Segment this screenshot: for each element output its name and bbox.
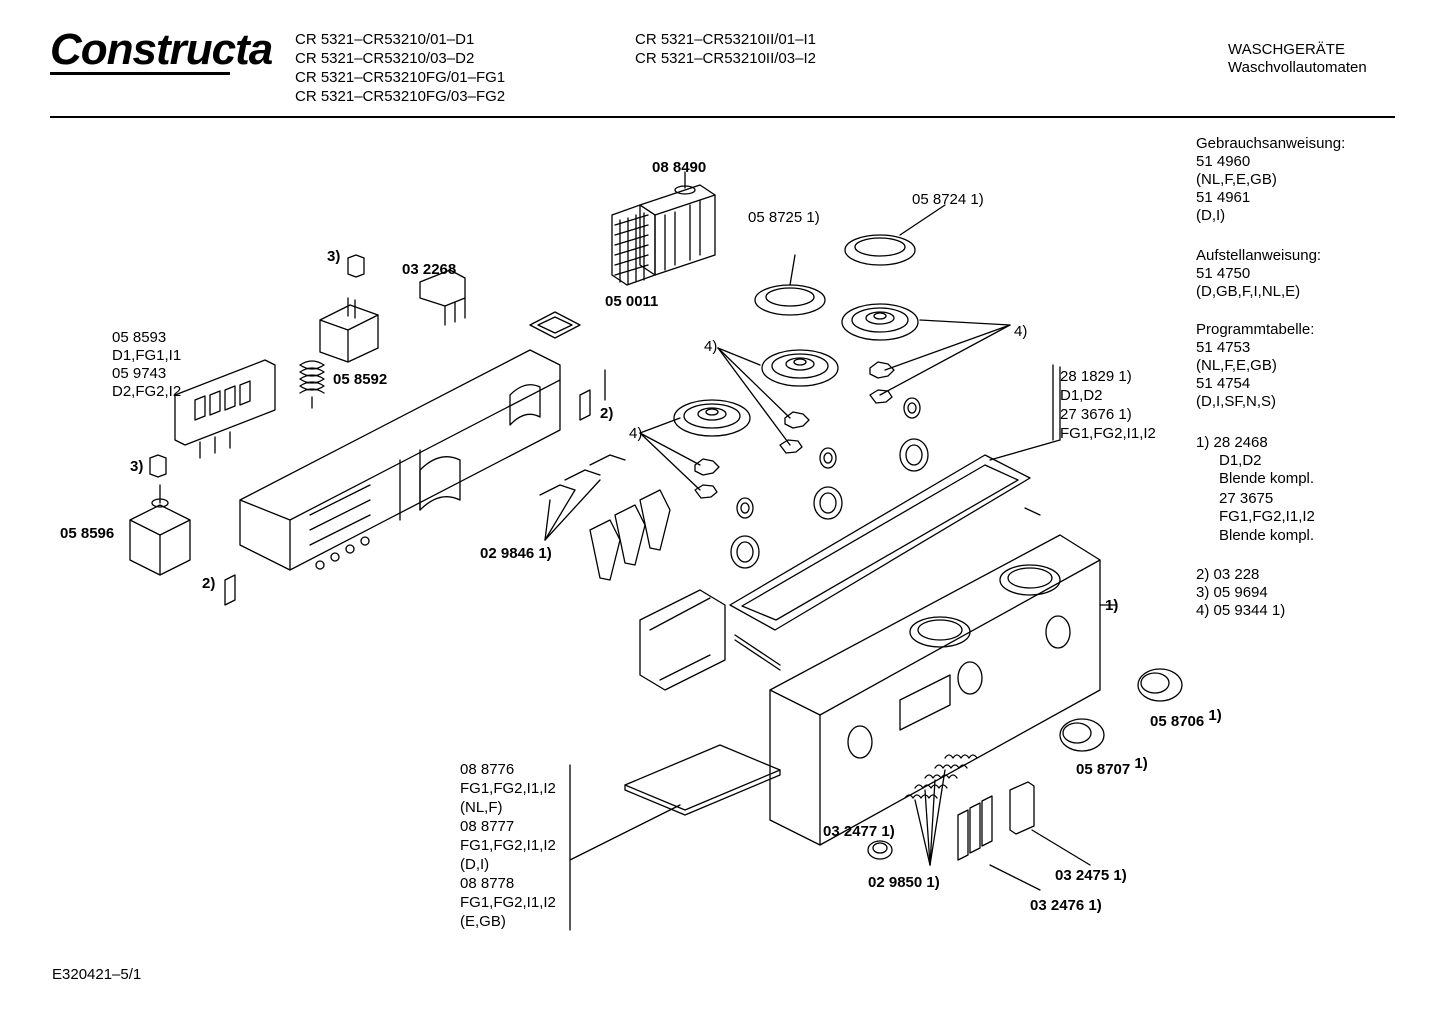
note1-line-6: Blende kompl. <box>1219 527 1315 544</box>
clips-and-gears-drawing <box>639 319 1011 569</box>
aufstell-line-1: 51 4750 <box>1196 265 1251 282</box>
aufstell-title: Aufstellanweisung: <box>1196 247 1322 264</box>
gebrauch-line-1: 51 4960 <box>1196 153 1251 170</box>
label-part-281829-line4: FG1,FG2,I1,I2 <box>1060 425 1156 442</box>
category-title: WASCHGERÄTE <box>1228 41 1345 58</box>
label-note2-a: 2) <box>600 405 614 422</box>
label-part-032477: 03 2477 1) <box>823 823 895 840</box>
label-part-088776-line3: (NL,F) <box>460 799 503 816</box>
switch-block-drawing <box>639 589 726 691</box>
note1-line-3: Blende kompl. <box>1219 470 1315 487</box>
label-part-088776-line6: (D,I) <box>460 856 490 873</box>
label-part-088490: 08 8490 <box>652 159 707 176</box>
programm-line-1: 51 4753 <box>1196 339 1251 356</box>
label-part-088776-line1: 08 8776 <box>460 761 515 778</box>
label-part-058593-line2: D1,FG1,I1 <box>112 347 182 364</box>
panel-cover-drawing <box>729 366 1061 671</box>
label-note1-fascia: 1) <box>1105 597 1119 614</box>
label-part-058724: 05 8724 1) <box>912 191 984 208</box>
note3: 3) 05 9694 <box>1196 584 1268 601</box>
label-part-088776-line5: FG1,FG2,I1,I2 <box>460 837 556 854</box>
label-part-029850: 02 9850 1) <box>868 874 940 891</box>
label-part-032268: 03 2268 <box>402 261 457 278</box>
footer-code: E320421–5/1 <box>52 966 142 983</box>
label-part-032476: 03 2476 1) <box>1030 897 1102 914</box>
programm-line-3: 51 4754 <box>1196 375 1251 392</box>
logo-underline <box>50 72 230 75</box>
note4: 4) 05 9344 1) <box>1196 602 1286 619</box>
label-part-088776-line4: 08 8777 <box>460 818 515 835</box>
note1-line-2: D1,D2 <box>1219 452 1262 469</box>
note1-line-1: 1) 28 2468 <box>1196 434 1268 451</box>
note1-line-4: 27 3675 <box>1219 490 1274 507</box>
label-part-088776-line7: 08 8778 <box>460 875 515 892</box>
circuit-board-drawing <box>174 359 276 459</box>
label-part-058592: 05 8592 <box>333 371 388 388</box>
gebrauch-line-3: 51 4961 <box>1196 189 1251 206</box>
gebrauch-title: Gebrauchsanweisung: <box>1196 135 1346 152</box>
programm-line-4: (D,I,SF,N,S) <box>1196 393 1277 410</box>
push-knobs-drawing <box>867 668 1183 860</box>
brand-logo: Constructa <box>50 25 273 74</box>
springs-and-lamps-drawing <box>904 754 1091 891</box>
label-part-088776-line8: FG1,FG2,I1,I2 <box>460 894 556 911</box>
label-part-088776-line9: (E,GB) <box>460 913 506 930</box>
aufstell-line-2: (D,GB,F,I,NL,E) <box>1196 283 1301 300</box>
switch-contacts-drawing <box>539 454 671 581</box>
label-part-058593-line1: 05 8593 <box>112 329 167 346</box>
header-rule <box>50 116 1395 118</box>
model-line-6: CR 5321–CR53210II/03–I2 <box>635 50 816 67</box>
model-line-3: CR 5321–CR53210FG/01–FG1 <box>295 69 506 86</box>
label-note3-a: 3) <box>327 248 341 265</box>
programm-title: Programmtabelle: <box>1196 321 1315 338</box>
label-part-088776-line2: FG1,FG2,I1,I2 <box>460 780 556 797</box>
programmer-module-drawing <box>611 171 716 286</box>
left-knob-drawing <box>129 454 236 606</box>
label-part-058706: 05 8706 1) <box>1150 707 1222 730</box>
label-part-032475: 03 2475 1) <box>1055 867 1127 884</box>
model-line-4: CR 5321–CR53210FG/03–FG2 <box>295 88 506 105</box>
label-note3-b: 3) <box>130 458 144 475</box>
front-fascia-drawing <box>769 534 1116 846</box>
model-line-1: CR 5321–CR53210/01–D1 <box>295 31 475 48</box>
label-part-281829-line2: D1,D2 <box>1060 387 1103 404</box>
model-line-5: CR 5321–CR53210II/01–I1 <box>635 31 816 48</box>
model-line-2: CR 5321–CR53210/03–D2 <box>295 50 475 67</box>
label-note4-c: 4) <box>629 425 643 442</box>
label-part-058725: 05 8725 1) <box>748 209 820 226</box>
gebrauch-line-2: (NL,F,E,GB) <box>1196 171 1277 188</box>
label-part-058593-line3: 05 9743 <box>112 365 167 382</box>
label-part-050011: 05 0011 <box>605 293 659 310</box>
gebrauch-line-4: (D,I) <box>1196 207 1226 224</box>
label-part-281829-line3: 27 3676 1) <box>1060 406 1132 423</box>
note1-line-5: FG1,FG2,I1,I2 <box>1219 508 1315 525</box>
leader-lines-drawing <box>604 364 1054 441</box>
control-housing-drawing <box>239 349 591 571</box>
label-part-058593-line4: D2,FG2,I2 <box>112 383 182 400</box>
label-note2-b: 2) <box>202 575 216 592</box>
label-part-281829-line1: 28 1829 1) <box>1060 368 1132 385</box>
label-part-029846: 02 9846 1) <box>480 545 552 562</box>
label-note4-a: 4) <box>1014 323 1028 340</box>
label-sheet-drawing <box>569 744 781 931</box>
note2: 2) 03 228 <box>1196 566 1260 583</box>
subcategory-title: Waschvollautomaten <box>1228 59 1367 76</box>
label-part-058596: 05 8596 <box>60 525 115 542</box>
programm-line-2: (NL,F,E,GB) <box>1196 357 1277 374</box>
label-part-058707: 05 8707 1) <box>1076 755 1148 778</box>
dial-discs-drawing <box>673 204 946 437</box>
label-note4-b: 4) <box>704 338 718 355</box>
selector-switch-drawing <box>299 254 581 409</box>
